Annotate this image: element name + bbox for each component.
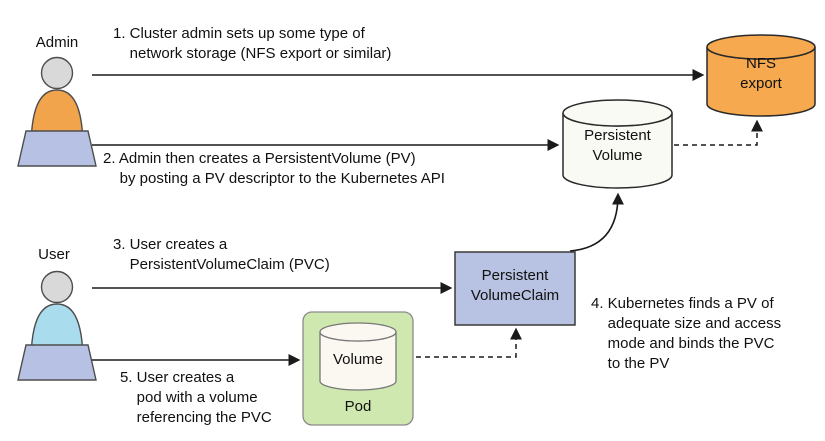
- pod-label: Pod: [344, 398, 372, 415]
- step4-text: 4. Kubernetes finds a PV of adequate siz…: [591, 295, 782, 372]
- step5-text: 5. User creates a pod with a volume refe…: [120, 369, 272, 426]
- user-laptop-icon: [17, 344, 97, 381]
- dashed-arrow-volume-to-pvc: [398, 327, 522, 358]
- persistent-volume-cylinder: [562, 99, 673, 189]
- admin-label: Admin: [35, 34, 79, 51]
- user-head: [40, 270, 74, 304]
- step2-text: 2. Admin then creates a PersistentVolume…: [103, 150, 445, 187]
- step1-text: 1. Cluster admin sets up some type of ne…: [113, 25, 392, 62]
- volume-cylinder: [319, 322, 397, 391]
- nfs-cylinder-top: [706, 34, 816, 60]
- admin-laptop-icon: [17, 130, 97, 167]
- step3-text: 3. User creates a PersistentVolumeClaim …: [113, 236, 330, 273]
- user-figure: [17, 270, 97, 381]
- admin-figure: [17, 56, 97, 167]
- nfs-export-label: NFS export: [740, 55, 782, 92]
- admin-head: [40, 56, 74, 90]
- user-label: User: [38, 246, 70, 263]
- persistent-volume-claim-box: [454, 251, 576, 326]
- persistent-volume-label: Persistent Volume: [584, 127, 651, 164]
- nfs-export-cylinder: [706, 34, 816, 117]
- persistent-volume-claim-label: Persistent VolumeClaim: [470, 267, 560, 304]
- volume-label: Volume: [332, 351, 384, 368]
- volume-cylinder-top: [319, 322, 397, 342]
- dashed-arrow-pv-to-nfs: [674, 119, 763, 146]
- arrow-pvc-to-pv: [569, 192, 624, 252]
- pv-cylinder-top: [562, 99, 673, 127]
